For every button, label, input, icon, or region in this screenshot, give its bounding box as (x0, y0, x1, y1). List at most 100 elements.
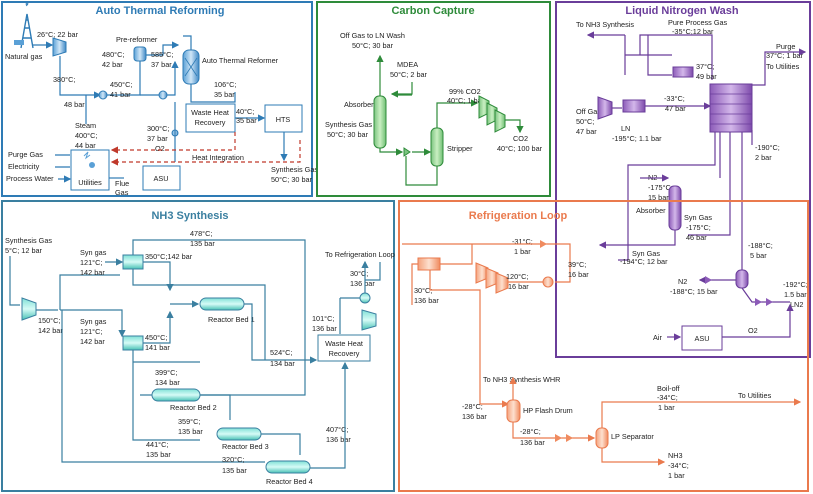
refr-compressor-train (475, 262, 509, 294)
refr-p16b: 16 bar (508, 282, 529, 291)
heater-1 (98, 90, 108, 100)
nh3-whr-line2: Recovery (329, 349, 360, 358)
lp-separator-label: LP Separator (611, 432, 654, 441)
cc-exchanger (403, 147, 411, 157)
atr-syngas-line2: 50°C; 30 bar (271, 175, 313, 184)
nh3-p136c: 136 bar (326, 435, 351, 444)
nh3-t407: 407°C; (326, 425, 348, 434)
co2-out-line1: CO2 (513, 134, 528, 143)
refr-valve-1 (540, 240, 547, 248)
process-water-label: Process Water (6, 174, 54, 183)
purge-line1: Purge (776, 42, 795, 51)
lnw-syn-line2: -175°C; (686, 223, 711, 232)
lnw-tm188: -188°C; (748, 241, 773, 250)
stripper-column (430, 127, 444, 167)
lnw-absorber-label: Absorber (636, 206, 666, 215)
nh3-t450: 450°C; (145, 333, 167, 342)
lnw-t50: 50°C; (576, 117, 594, 126)
lnw-tm190: -190°C; (755, 143, 780, 152)
t40: 40°C; (236, 107, 254, 116)
natural-gas-derrick-icon (14, 2, 34, 49)
nh3-p134b: 134 bar (155, 378, 180, 387)
t106: 106°C; (214, 80, 236, 89)
nh3-whr-line1: Waste Heat (325, 339, 363, 348)
n2-valve (705, 276, 712, 284)
reactor-bed-2 (151, 388, 201, 402)
t585: 585°C; (151, 50, 173, 59)
nh3-exchanger-1 (122, 254, 144, 270)
reactor-bed-3 (216, 427, 262, 441)
nh3-syngas-line1: Synthesis Gas (5, 236, 52, 245)
syn-b-line3: 142 bar (80, 337, 105, 346)
refr-t30: 30°C; (414, 286, 432, 295)
refr-t120: 120°C; (506, 272, 528, 281)
lnw-exchanger-1 (672, 66, 694, 78)
cc-offgas-line2: 50°C; 30 bar (352, 41, 394, 50)
boiloff-line3: 1 bar (658, 403, 675, 412)
reactor-bed-4 (265, 460, 311, 474)
utilities-label: Utilities (78, 178, 102, 187)
hts-label: HTS (276, 115, 291, 124)
refr-p136c: 136 bar (520, 438, 545, 447)
nh3-product-line1: NH3 (668, 451, 683, 460)
refr-title: Refrigeration Loop (469, 210, 568, 222)
nh3-t478: 478°C; (190, 229, 212, 238)
lnw-title: Liquid Nitrogen Wash (625, 5, 739, 17)
utilities-lightning-icon (83, 151, 91, 160)
atr-asu-unit (142, 165, 181, 191)
nh3-t524: 524°C; (270, 348, 292, 357)
lnw-o2-label: O2 (748, 326, 758, 335)
utilities-unit (70, 149, 110, 191)
nh3-product-line3: 1 bar (668, 471, 685, 480)
p35: 35 bar (214, 90, 235, 99)
hp-flash-drum (506, 399, 521, 423)
t450: 450°C; (110, 80, 132, 89)
nh3-t350: 350°C;142 bar (145, 252, 193, 261)
rb3-label: Reactor Bed 3 (222, 442, 269, 451)
lnw-syn-line4: Syn Gas (632, 249, 660, 258)
mdea-line2: 50°C; 2 bar (390, 70, 428, 79)
steam-line1: Steam (75, 121, 96, 130)
n2-line2: -175°C; (648, 183, 673, 192)
section-auto-thermal-reforming: Auto Thermal Reforming Natural gas 26°C;… (1, 1, 318, 197)
nh3-p134: 134 bar (270, 359, 295, 368)
co2-purity-line1: 99% CO2 (449, 87, 481, 96)
lnw-syn-line3: 46 bar (686, 233, 707, 242)
n2-line5: -188°C; 15 bar (670, 287, 718, 296)
natural-gas-label: Natural gas (5, 52, 43, 61)
boiloff-line1: Boil-off (657, 384, 681, 393)
rb4-label: Reactor Bed 4 (266, 477, 313, 486)
syn-a-line3: 142 bar (80, 268, 105, 277)
atr-waste-heat-recovery (185, 103, 236, 133)
co2-out-line2: 40°C; 100 bar (497, 144, 543, 153)
lnw-p5: 5 bar (750, 251, 767, 260)
steam-line3: 44 bar (75, 141, 96, 150)
electricity-label: Electricity (8, 162, 40, 171)
p41: 41 bar (110, 90, 131, 99)
refr-t39: 39°C; (568, 260, 586, 269)
lnw-absorber-column (668, 185, 682, 231)
syn-b-line2: 121°C; (80, 327, 102, 336)
nh3-p142: 142 bar (38, 326, 63, 335)
ln2-label: LN2 (790, 300, 803, 309)
cc-absorber-label: Absorber (344, 100, 374, 109)
flue-line2: Gas (115, 188, 129, 197)
nh3-feed-compressor (21, 297, 37, 321)
nh3-t101: 101°C; (312, 314, 334, 323)
cc-syngas-line2: 50°C; 30 bar (327, 130, 369, 139)
lnw-asu-unit (681, 325, 723, 351)
steam-line2: 400°C; (75, 131, 97, 140)
lnw-p47b: 47 bar (665, 104, 686, 113)
nh3-p135b: 135 bar (178, 427, 203, 436)
t300: 300°C; (147, 124, 169, 133)
p37b: 37 bar (147, 134, 168, 143)
nh3-p141: 141 bar (145, 343, 170, 352)
refr-exchanger (417, 257, 441, 271)
syn-a-line1: Syn gas (80, 248, 107, 257)
nh3-product-line2: -34°C; (668, 461, 689, 470)
nh3-t30: 30°C; (350, 269, 368, 278)
heater-2 (158, 90, 168, 100)
nh3-p136: 136 bar (350, 279, 375, 288)
lnw-p2: 2 bar (755, 153, 772, 162)
syn-a-line2: 121°C; (80, 258, 102, 267)
